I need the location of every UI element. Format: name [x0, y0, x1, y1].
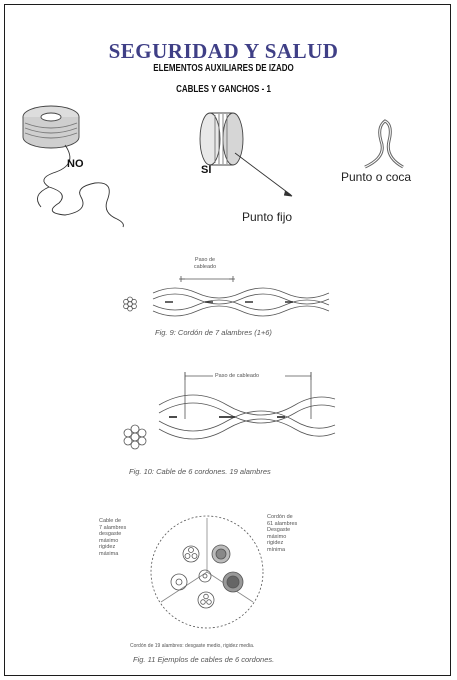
document-page: SEGURIDAD Y SALUD ELEMENTOS AUXILIARES D…: [4, 4, 451, 676]
fig9-pitch-label: Paso de cableado: [185, 257, 225, 270]
fig11-right-note: Cordón de 61 alambres Desgaste máximo ri…: [267, 514, 297, 553]
kink-label: Punto o coca: [341, 170, 411, 184]
fig11-cable-sections-illustration: [145, 510, 269, 634]
no-label: NO: [67, 158, 84, 170]
fig9-strand-illustration: [115, 271, 355, 331]
fixed-point-label: Punto fijo: [242, 210, 292, 224]
page-subtitle: ELEMENTOS AUXILIARES DE IZADO: [49, 63, 399, 74]
fig10-caption: Fig. 10: Cable de 6 cordones. 19 alambre…: [129, 467, 271, 476]
page-title: SEGURIDAD Y SALUD: [5, 39, 442, 64]
straight-spool-illustration: [193, 109, 303, 199]
kink-illustration: [359, 115, 409, 171]
si-label: SI: [201, 164, 211, 176]
fig11-bottom-note: Cordón de 19 alambres: desgaste medio, r…: [130, 643, 254, 650]
fig10-cable-illustration: [115, 369, 355, 464]
fig9-caption: Fig. 9: Cordón de 7 alambres (1+6): [155, 328, 272, 337]
fig11-caption: Fig. 11 Ejemplos de cables de 6 cordones…: [133, 655, 274, 664]
section-title: CABLES Y GANCHOS - 1: [49, 84, 399, 95]
fig11-left-note: Cable de 7 alambres desgaste máximo rigi…: [99, 518, 126, 557]
